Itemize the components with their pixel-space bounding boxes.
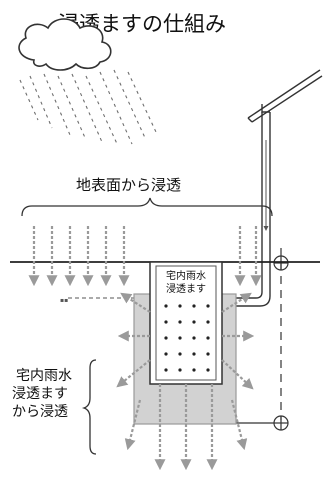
cloud-icon [18, 18, 112, 71]
basin-infiltration-arrows [116, 292, 255, 471]
basin-label-line2: 浸透ます [166, 283, 206, 295]
side-label-line2: 浸透ます [12, 386, 68, 402]
downspout-pipe [230, 112, 271, 307]
surface-brace [21, 197, 273, 217]
infiltration-basin [149, 261, 223, 385]
ground-marker-lower [273, 415, 289, 431]
surface-infiltration-label: 地表面から浸透 [76, 176, 181, 194]
roof-eave [247, 69, 323, 123]
basin-label-line1: 宅内雨水 [166, 269, 206, 282]
rain-lines [19, 69, 157, 147]
side-label-line1: 宅内雨水 [16, 368, 72, 384]
side-brace [81, 359, 97, 455]
side-label-line3: から浸透 [12, 404, 68, 420]
ground-marker-upper [273, 255, 289, 271]
basin-perforations [164, 304, 210, 372]
pipe-marker-icon: ▪▪ [60, 297, 68, 304]
